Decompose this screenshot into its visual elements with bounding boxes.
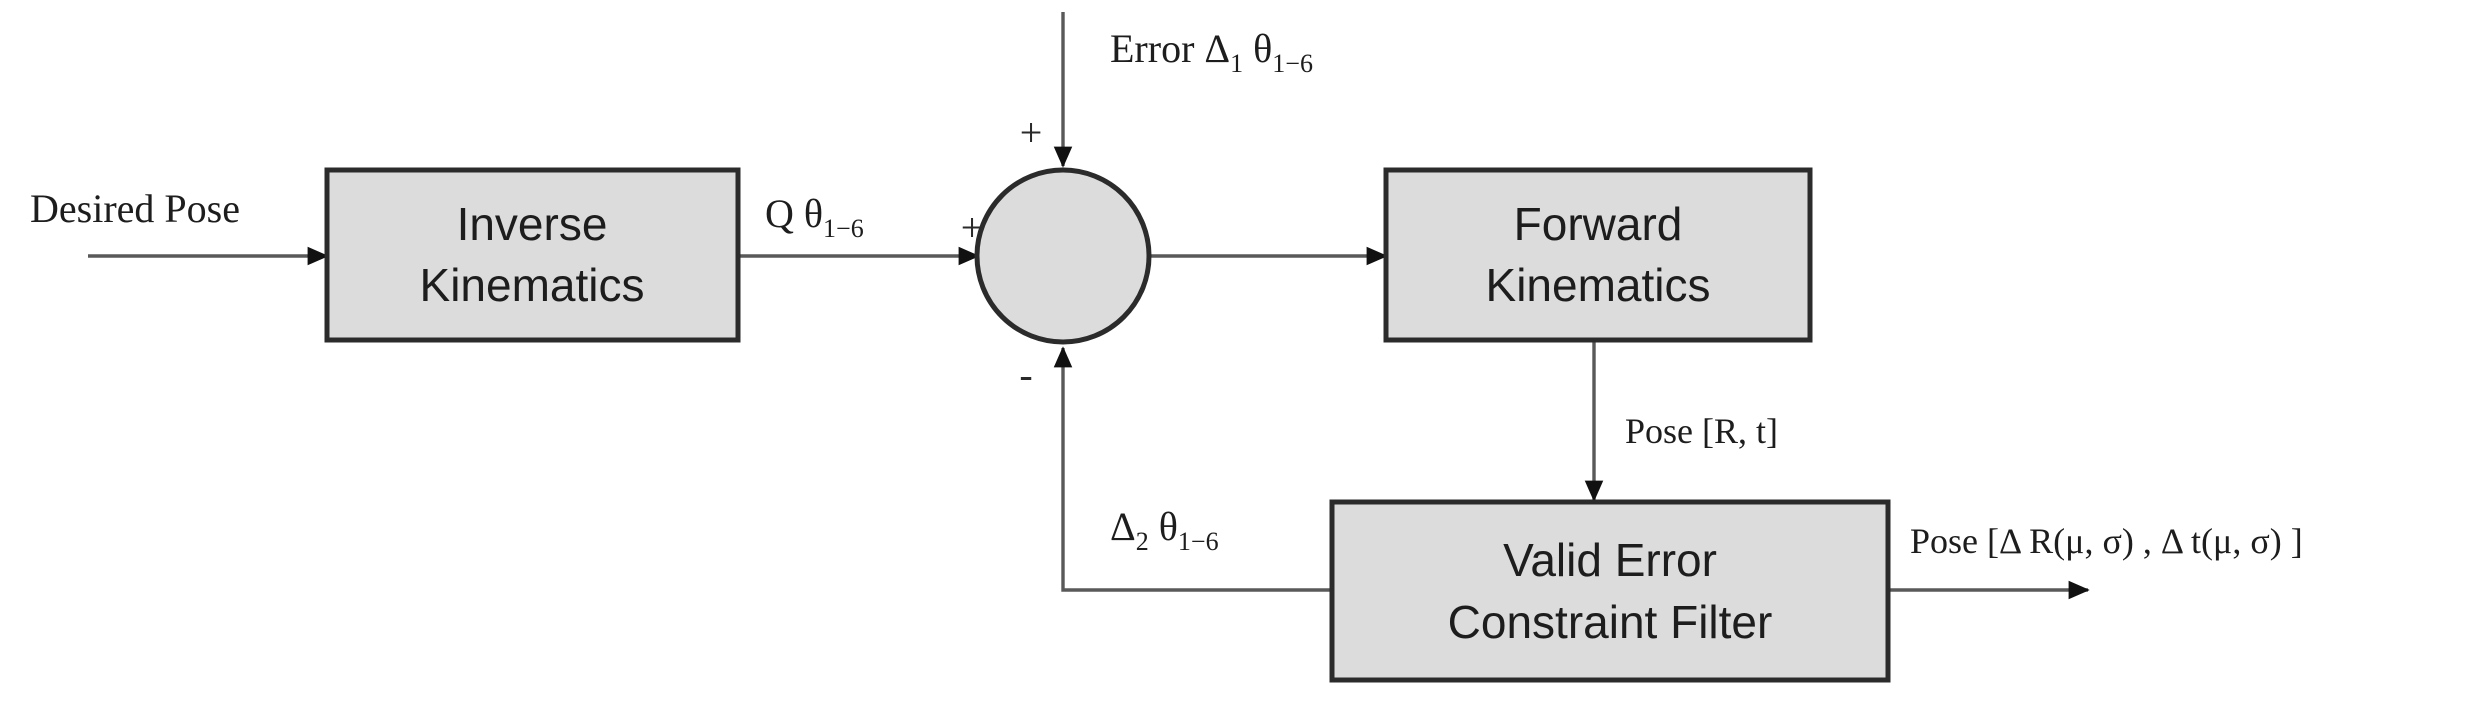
label-pose-rt: Pose [R, t]	[1625, 411, 1778, 451]
label-error-input-text: Error Δ	[1110, 26, 1230, 71]
label-output-pose: Pose [Δ R(μ, σ) , Δ t(μ, σ) ]	[1910, 521, 2303, 561]
block-inverse-kinematics-line1: Inverse	[457, 198, 608, 250]
label-feedback-theta: θ	[1149, 504, 1178, 549]
label-joint-angles: Q θ1−6	[765, 191, 864, 243]
sign-minus-bottom: -	[1019, 352, 1032, 397]
block-forward-kinematics[interactable]: Forward Kinematics	[1383, 167, 1813, 343]
block-valid-error-constraint-filter[interactable]: Valid Error Constraint Filter	[1329, 499, 1891, 683]
sign-plus-left: +	[961, 205, 984, 250]
block-valid-error-constraint-filter-line1: Valid Error	[1503, 534, 1717, 586]
label-feedback-delta: Δ2 θ1−6	[1110, 504, 1219, 556]
block-inverse-kinematics-line2: Kinematics	[420, 259, 645, 311]
summing-junction-circle	[974, 167, 1152, 345]
summing-junction[interactable]	[974, 167, 1152, 345]
label-joint-angles-text: Q θ	[765, 191, 823, 236]
block-valid-error-constraint-filter-rect	[1329, 499, 1891, 683]
label-error-input-theta: θ	[1243, 26, 1272, 71]
label-desired-pose: Desired Pose	[30, 186, 240, 231]
label-feedback-theta-sub: 1−6	[1178, 527, 1219, 556]
label-error-input: Error Δ1 θ1−6	[1110, 26, 1313, 78]
sign-plus-top: +	[1020, 110, 1043, 155]
block-inverse-kinematics-rect	[324, 167, 741, 343]
block-valid-error-constraint-filter-line2: Constraint Filter	[1448, 596, 1773, 648]
block-forward-kinematics-rect	[1383, 167, 1813, 343]
label-error-input-sub: 1	[1230, 49, 1243, 78]
label-feedback-delta-sub: 2	[1136, 527, 1149, 556]
feedback-path-filter-to-sum	[1053, 346, 1332, 592]
label-joint-angles-sub: 1−6	[823, 214, 864, 243]
block-forward-kinematics-line2: Kinematics	[1486, 259, 1711, 311]
block-forward-kinematics-line1: Forward	[1514, 198, 1683, 250]
label-feedback-delta-text: Δ	[1110, 504, 1136, 549]
block-inverse-kinematics[interactable]: Inverse Kinematics	[324, 167, 741, 343]
label-error-input-theta-sub: 1−6	[1272, 49, 1313, 78]
